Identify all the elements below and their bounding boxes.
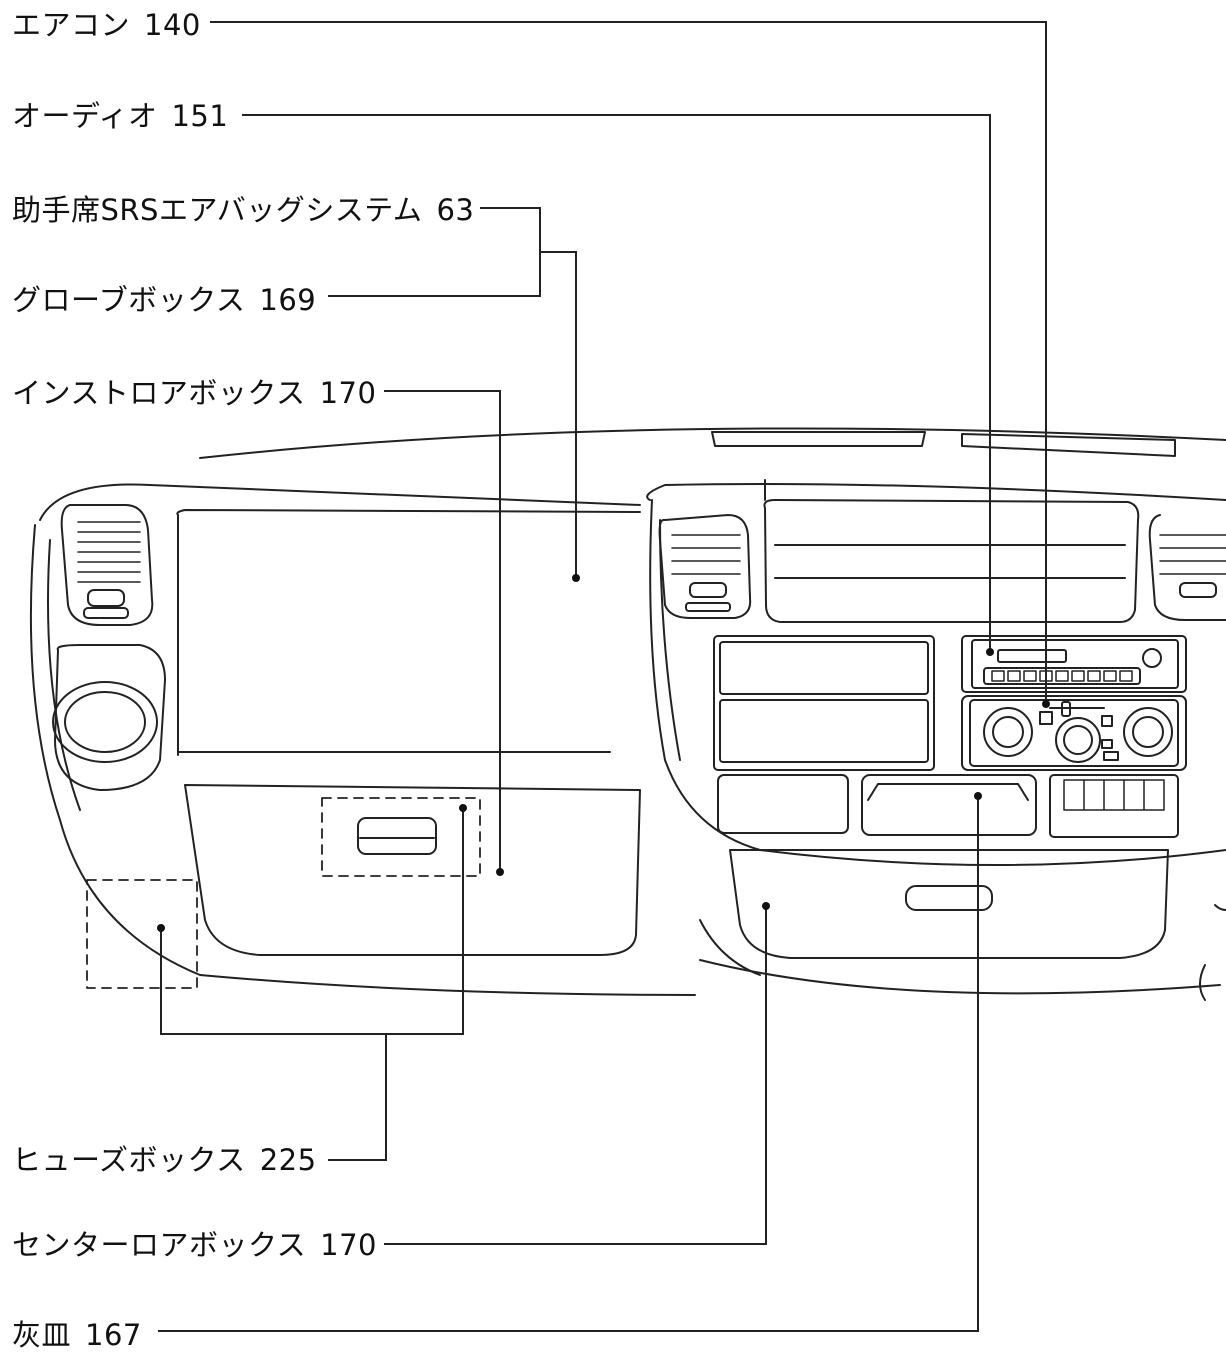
left-vent — [60, 504, 154, 626]
callout-name: エアコン — [12, 8, 131, 42]
glovebox-upper-panel — [176, 509, 641, 516]
aircon-dial — [983, 707, 1033, 757]
lower-box-handle — [357, 817, 437, 855]
callout-inst-lower-box: インストロアボックス 170 — [12, 376, 376, 410]
leader-glovebox — [328, 252, 541, 297]
instrument-lower-box — [184, 784, 641, 956]
callout-page: 225 — [259, 1143, 317, 1177]
callout-name: センターロアボックス — [12, 1228, 307, 1262]
aircon-dial — [1055, 717, 1101, 763]
callout-name: 助手席SRSエアバッグシステム — [12, 193, 423, 227]
dash-left-body — [39, 483, 641, 521]
dash-top-edge — [199, 427, 1226, 459]
aircon-panel — [961, 695, 1187, 771]
leader-ashtray — [158, 796, 979, 1332]
aircon-dial — [1123, 707, 1173, 757]
callout-airbag: 助手席SRSエアバッグシステム 63 — [12, 193, 474, 227]
callout-name: インストロアボックス — [12, 376, 306, 410]
callout-name: ヒューズボックス — [12, 1143, 246, 1177]
leader-fuse-box-stem — [328, 1034, 387, 1161]
callout-ashtray: 灰皿 167 — [12, 1318, 142, 1352]
callout-glovebox: グローブボックス 169 — [12, 283, 316, 317]
ashtray — [861, 774, 1037, 836]
defroster-slot — [711, 431, 926, 447]
fuse-box-area — [321, 797, 481, 877]
storage-pocket — [713, 635, 935, 771]
right-vent — [1148, 514, 1226, 621]
callout-page: 170 — [319, 376, 377, 410]
cup-holder-recess — [54, 644, 166, 791]
callout-page: 151 — [171, 99, 229, 133]
cup-holder — [52, 681, 158, 763]
defroster-slot — [961, 433, 1176, 457]
leader-inst-lower-box — [384, 390, 501, 872]
lower-left-pocket — [717, 774, 849, 834]
audio-unit — [961, 635, 1187, 693]
center-display — [763, 499, 1140, 623]
callout-aircon: エアコン 140 — [12, 8, 201, 42]
leader-center-lower-box — [384, 906, 767, 1245]
callout-audio: オーディオ 151 — [12, 99, 228, 133]
callout-page: 167 — [85, 1318, 142, 1352]
callout-page: 140 — [144, 8, 201, 42]
callout-name: 灰皿 — [12, 1318, 72, 1352]
center-lower-box — [729, 849, 1169, 959]
callout-page: 63 — [436, 193, 475, 227]
callout-name: オーディオ — [12, 99, 158, 133]
leader-airbag — [480, 207, 541, 252]
center-console — [646, 483, 1226, 501]
leader-airbag-glovebox — [540, 251, 577, 578]
callout-center-lower-box: センターロアボックス 170 — [12, 1228, 377, 1262]
fuse-box-area — [86, 879, 198, 989]
callout-name: グローブボックス — [12, 283, 246, 317]
leader-audio — [242, 114, 991, 652]
leader-fuse-box — [160, 808, 464, 1035]
callout-page: 170 — [320, 1228, 377, 1262]
leader-aircon — [210, 21, 1047, 704]
center-left-vent — [658, 514, 752, 619]
callout-fuse-box: ヒューズボックス 225 — [12, 1143, 317, 1177]
callout-page: 169 — [259, 283, 317, 317]
lower-right-slots — [1049, 774, 1179, 838]
